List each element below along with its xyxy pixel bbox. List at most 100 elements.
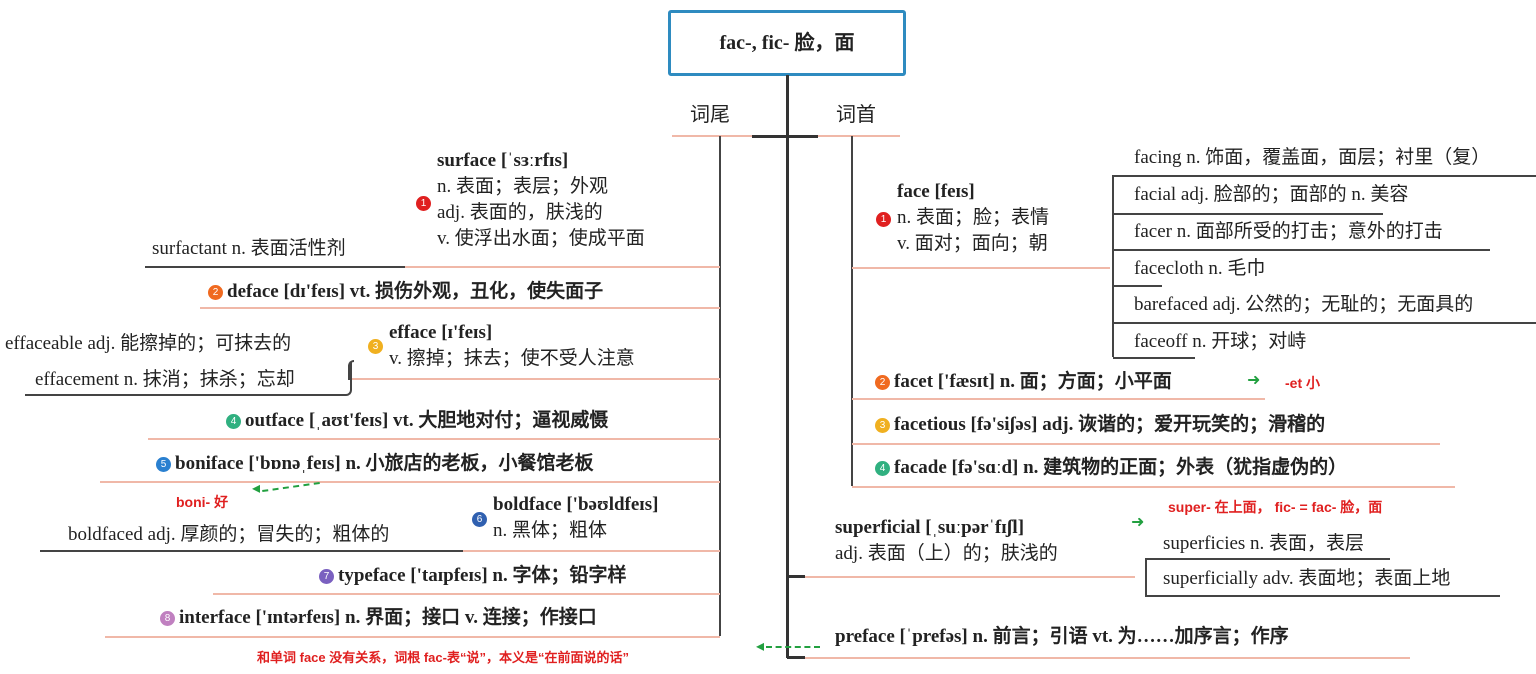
entry-text: facade [fə'sɑːd] n. 建筑物的正面；外表（犹指虚伪的） <box>894 457 1348 478</box>
underline <box>105 636 720 638</box>
child-faceoff[interactable]: faceoff n. 开球；对峙 <box>1134 331 1307 352</box>
root-title: fac-, fic- 脸，面 <box>719 32 855 54</box>
underline <box>1113 285 1162 287</box>
number-badge-3: 3 <box>368 339 383 354</box>
number-badge-2: 2 <box>875 375 890 390</box>
main-trunk <box>786 75 789 658</box>
underline <box>852 443 1440 445</box>
node-outface[interactable]: 4 outface [ˌaʊt'feɪs] vt. 大胆地对付；逼视威慑 <box>226 408 608 434</box>
entry-text: boniface ['bɒnəˌfeɪs] n. 小旅店的老板，小餐馆老板 <box>175 453 594 474</box>
number-badge-1: 1 <box>416 196 431 211</box>
node-efface[interactable]: efface [ɪ'feɪs] v. 擦掉；抹去；使不受人注意 <box>389 320 635 372</box>
underline <box>148 438 720 440</box>
definition: v. 面对；面向；朝 <box>897 233 1048 254</box>
definition: v. 使浮出水面；使成平面 <box>437 228 645 249</box>
word: boldface ['bəʊldfeɪs] <box>493 494 659 515</box>
underline <box>1113 213 1383 215</box>
underline <box>1145 558 1390 560</box>
underline <box>672 135 752 137</box>
definition: adj. 表面的，肤浅的 <box>437 202 603 223</box>
word: efface [ɪ'feɪs] <box>389 322 493 343</box>
node-effaceable[interactable]: effaceable adj. 能擦掉的；可抹去的 <box>5 333 292 354</box>
definition: n. 表面；表层；外观 <box>437 176 609 197</box>
entry-text: deface [dɪ'feɪs] vt. 损伤外观，丑化，使失面子 <box>227 281 604 302</box>
entry-text: outface [ˌaʊt'feɪs] vt. 大胆地对付；逼视威慑 <box>245 410 609 431</box>
word: superficial [ˌsuːpərˈfɪʃl] <box>835 517 1025 538</box>
child-facial[interactable]: facial adj. 脸部的；面部的 n. 美容 <box>1134 184 1409 205</box>
suffix-branch-label[interactable]: 词尾 <box>690 104 730 126</box>
branch-tick <box>787 656 805 659</box>
underline <box>463 550 720 552</box>
definition: n. 表面；脸；表情 <box>897 207 1050 228</box>
node-facetious[interactable]: 3 facetious [fə'siʃəs] adj. 诙谐的；爱开玩笑的；滑稽的 <box>875 412 1325 438</box>
node-effacement[interactable]: effacement n. 抹消；抹杀；忘却 <box>35 369 295 390</box>
child-barefaced[interactable]: barefaced adj. 公然的；无耻的；无面具的 <box>1134 294 1474 315</box>
node-surface[interactable]: surface [ˈsɜːrfɪs] n. 表面；表层；外观 adj. 表面的，… <box>437 148 645 252</box>
underline <box>852 486 1455 488</box>
arrow-right-icon: ➜ <box>1247 370 1261 389</box>
definition: n. 黑体；粗体 <box>493 520 608 541</box>
child-superficially[interactable]: superficially adv. 表面地；表面上地 <box>1163 568 1451 589</box>
underline <box>1113 357 1195 359</box>
node-boldfaced[interactable]: boldfaced adj. 厚颜的；冒失的；粗体的 <box>68 524 390 545</box>
underline <box>1113 322 1536 324</box>
arrow-right-icon: ➜ <box>1131 512 1145 531</box>
entry-text: interface ['ɪntərfeɪs] n. 界面；接口 v. 连接；作接… <box>179 607 597 628</box>
dashed-arrow <box>262 481 320 493</box>
boni-note: boni- 好 <box>176 494 229 510</box>
number-badge-4: 4 <box>226 414 241 429</box>
superficial-note: super- 在上面， fic- = fac- 脸，面 <box>1168 499 1383 515</box>
node-face[interactable]: face [feɪs] n. 表面；脸；表情 v. 面对；面向；朝 <box>897 179 1049 257</box>
word: surface [ˈsɜːrfɪs] <box>437 150 569 171</box>
branch-tick <box>787 575 805 578</box>
arrow-left-icon: ◂ <box>756 636 765 655</box>
node-facade[interactable]: 4 facade [fə'sɑːd] n. 建筑物的正面；外表（犹指虚伪的） <box>875 455 1347 481</box>
node-interface[interactable]: 8 interface ['ɪntərfeɪs] n. 界面；接口 v. 连接；作… <box>160 605 597 631</box>
prefix-branch-label[interactable]: 词首 <box>836 104 876 126</box>
node-boniface[interactable]: 5 boniface ['bɒnəˌfeɪs] n. 小旅店的老板，小餐馆老板 <box>156 451 594 477</box>
node-facet[interactable]: 2 facet ['fæsɪt] n. 面；方面；小平面 <box>875 369 1172 395</box>
underline <box>100 481 720 483</box>
number-badge-6: 6 <box>472 512 487 527</box>
underline <box>805 576 1135 578</box>
number-badge-1: 1 <box>876 212 891 227</box>
node-superficial[interactable]: superficial [ˌsuːpərˈfɪʃl] adj. 表面（上）的；肤… <box>835 515 1058 567</box>
superficial-subtrunk <box>1145 558 1147 596</box>
number-badge-2: 2 <box>208 285 223 300</box>
underline <box>1113 249 1490 251</box>
underline <box>818 135 900 137</box>
underline <box>405 266 720 268</box>
child-facecloth[interactable]: facecloth n. 毛巾 <box>1134 258 1266 279</box>
definition: v. 擦掉；抹去；使不受人注意 <box>389 348 635 369</box>
number-badge-3: 3 <box>875 418 890 433</box>
underline <box>852 398 1265 400</box>
entry-text: facetious [fə'siʃəs] adj. 诙谐的；爱开玩笑的；滑稽的 <box>894 414 1326 435</box>
number-badge-8: 8 <box>160 611 175 626</box>
definition: adj. 表面（上）的；肤浅的 <box>835 543 1058 564</box>
underline <box>40 550 463 552</box>
underline <box>145 266 405 268</box>
node-boldface[interactable]: boldface ['bəʊldfeɪs] n. 黑体；粗体 <box>493 492 658 544</box>
node-deface[interactable]: 2 deface [dɪ'feɪs] vt. 损伤外观，丑化，使失面子 <box>208 279 603 305</box>
underline <box>213 593 720 595</box>
entry-text: typeface ['taɪpfeɪs] n. 字体；铅字样 <box>338 565 627 586</box>
suffix-trunk <box>719 136 721 636</box>
number-badge-5: 5 <box>156 457 171 472</box>
dashed-arrow <box>766 646 820 648</box>
node-typeface[interactable]: 7 typeface ['taɪpfeɪs] n. 字体；铅字样 <box>319 563 627 589</box>
underline <box>805 657 1410 659</box>
node-surfactant[interactable]: surfactant n. 表面活性剂 <box>152 238 346 259</box>
face-subtrunk <box>1112 175 1114 357</box>
underline <box>352 378 720 380</box>
prefix-trunk <box>851 136 853 486</box>
child-superficies[interactable]: superficies n. 表面，表层 <box>1163 533 1365 554</box>
child-facing[interactable]: facing n. 饰面，覆盖面，面层；衬里（复） <box>1134 147 1491 168</box>
number-badge-7: 7 <box>319 569 334 584</box>
root-node[interactable]: fac-, fic- 脸，面 <box>668 10 906 76</box>
underline <box>1145 595 1500 597</box>
node-preface[interactable]: preface [ˈprefəs] n. 前言；引语 vt. 为……加序言；作序 <box>835 626 1289 647</box>
number-badge-4: 4 <box>875 461 890 476</box>
facet-note: -et 小 <box>1285 375 1320 391</box>
entry-text: facet ['fæsɪt] n. 面；方面；小平面 <box>894 371 1172 392</box>
child-facer[interactable]: facer n. 面部所受的打击；意外的打击 <box>1134 221 1443 242</box>
